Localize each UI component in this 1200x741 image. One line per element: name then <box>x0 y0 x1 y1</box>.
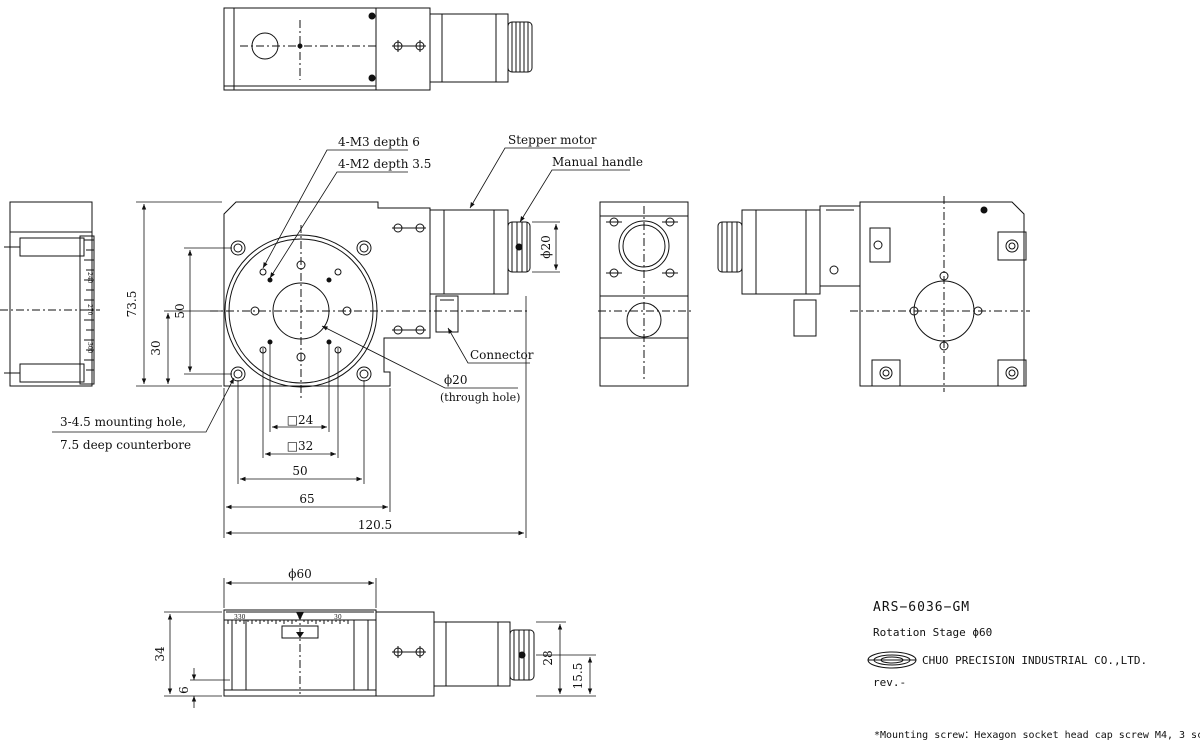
label-m2-holes: 4-M2 depth 3.5 <box>338 157 431 171</box>
label-stepper-motor: Stepper motor <box>508 133 597 147</box>
top-view <box>223 7 533 91</box>
label-manual-handle: Manual handle <box>552 155 643 169</box>
dim-120-5: 120.5 <box>358 518 392 532</box>
label-m3-holes: 4-M3 depth 6 <box>338 135 420 149</box>
dim-28: 28 <box>541 650 555 665</box>
dim-34: 34 <box>153 646 167 662</box>
dim-30: 30 <box>149 340 163 355</box>
label-through-hole: (through hole) <box>440 391 520 404</box>
label-counterbore: 7.5 deep counterbore <box>60 438 191 452</box>
dim-phi20-handle: ϕ20 <box>539 235 553 258</box>
plan-leaders <box>52 147 630 433</box>
product-name: Rotation Stage ϕ60 <box>873 626 993 639</box>
motor-end-view <box>598 201 692 387</box>
dim-phi60: ϕ60 <box>288 567 311 581</box>
index-arrow-icon <box>296 632 304 638</box>
dim-73-5: 73.5 <box>125 291 139 318</box>
scale-label-270: 270 <box>86 304 93 316</box>
dim-50-vertical: 50 <box>173 303 187 318</box>
model-number: ARS−6036−GM <box>873 600 971 615</box>
front-dimensions <box>164 578 596 708</box>
left-side-view <box>0 201 100 387</box>
dim-square-32: □32 <box>287 439 314 453</box>
dim-65: 65 <box>299 492 314 506</box>
plan-dimensions <box>136 201 560 538</box>
label-connector: Connector <box>470 348 534 362</box>
plan-view <box>210 201 531 398</box>
label-phi20-hole: ϕ20 <box>444 373 467 387</box>
scale-label-0: 0 <box>298 614 302 621</box>
label-mounting-hole: 3-4.5 mounting hole, <box>60 415 186 429</box>
revision: rev.- <box>873 676 907 689</box>
zero-mark-icon <box>296 612 304 620</box>
scale-label-300: 300 <box>86 342 93 354</box>
dim-15-5: 15.5 <box>571 663 585 690</box>
scale-label-240: 240 <box>86 272 93 284</box>
footnote: *Mounting screw：Hexagon socket head cap … <box>874 730 1200 741</box>
scale-label-330: 330 <box>234 614 246 621</box>
dim-6: 6 <box>177 686 191 694</box>
bottom-view <box>717 196 1030 392</box>
scale-label-30: 30 <box>334 614 342 621</box>
dim-square-24: □24 <box>287 413 314 427</box>
company-logo <box>867 651 917 669</box>
front-view <box>223 609 535 697</box>
company-name: CHUO PRECISION INDUSTRIAL CO.,LTD. <box>922 654 1148 667</box>
dim-50-horizontal: 50 <box>292 464 307 478</box>
